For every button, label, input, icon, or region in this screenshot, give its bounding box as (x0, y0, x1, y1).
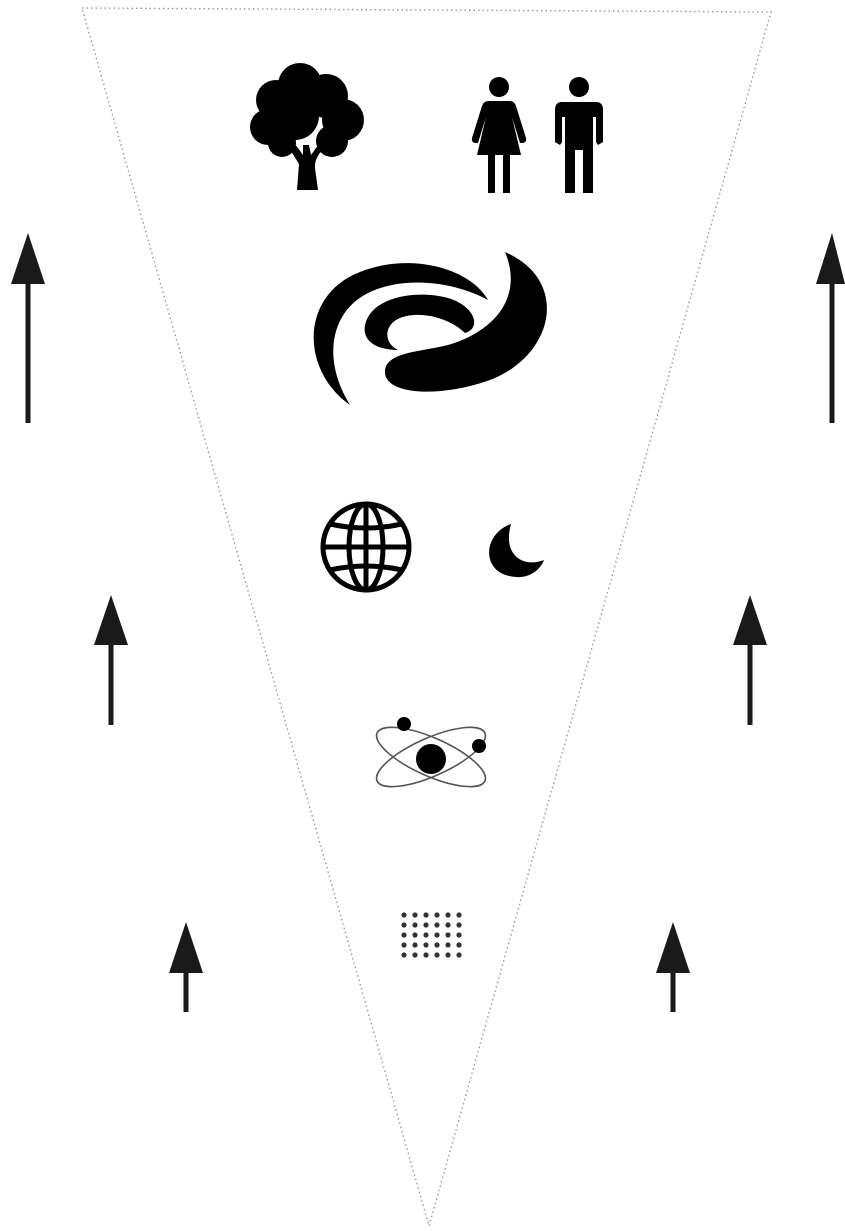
up-arrow-icon-right-medium (733, 595, 767, 725)
up-arrow-icon-left-small (169, 922, 203, 1012)
triangle-outline (82, 8, 771, 1226)
spiral-galaxy-icon (314, 252, 547, 405)
up-arrow-icon-left-medium (94, 595, 128, 725)
up-arrow-icon-right-small (656, 922, 690, 1012)
woman-icon (472, 77, 526, 193)
globe-icon (323, 504, 409, 590)
crescent-moon-icon (489, 524, 544, 577)
atom-icon (369, 716, 492, 799)
up-arrow-icon-left-large (11, 233, 45, 423)
dot-grid-icon (401, 912, 461, 957)
tree-icon (250, 63, 364, 190)
up-arrow-icon-right-large (816, 233, 845, 423)
man-icon (555, 77, 603, 193)
